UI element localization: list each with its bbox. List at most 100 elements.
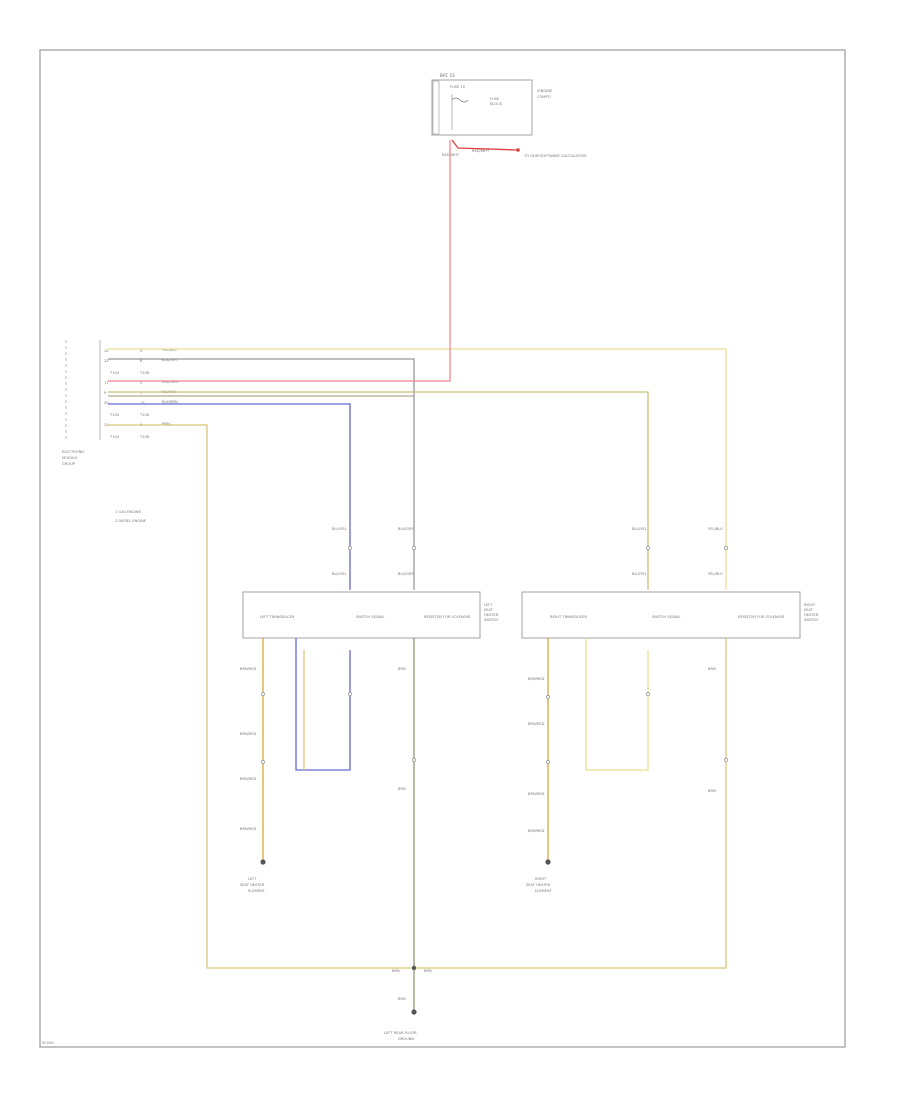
right-side-label-4: SWITCH [804,618,818,622]
right-top-conn-a2: BLU/YEL [632,572,647,576]
fuse-box-line-3: (ENGINE [537,89,553,93]
left-ground-icon [260,859,266,865]
right-side-label-2: SEAT [804,608,814,612]
module-id-5: 13 [140,401,145,405]
module-name-2: MODULE [62,456,78,460]
module-name-1: ELECTRONIC [62,450,85,454]
right-switch-group: BLU/YEL YEL/BLU BLU/YEL YEL/BLU RIGHT TR… [521,527,819,893]
wire-blue-yellow [108,391,649,590]
fuse-box-line-4: COMPT) [537,95,552,99]
left-side-label-4: SWITCH [484,618,498,622]
module-id-2: T108 [139,371,150,375]
right-box-label-right: RESISTOR FOR SOLENOID [738,615,785,619]
right-bottom-wire-a2: BRN/RED [528,722,545,726]
splice-label-2: BRN [424,969,432,973]
right-bottom-wire-a: BRN/RED [528,677,545,681]
fuse-block: BAT. 1S FUSE 1S FUSE BLOCK (ENGINE COMPT… [431,73,586,158]
module-pin-1: 23 [104,359,109,363]
wire-black-brown [108,403,351,590]
module-name-3: GROUP [62,462,76,466]
legend-item-2: 2 DIESEL ENGINE [115,519,147,523]
main-ground-icon [411,1009,417,1015]
splice-label-1: BRN [392,969,400,973]
right-box-label-left: RIGHT TRANSDUCER [550,615,588,619]
fuse-box-line-2: BLOCK [490,102,503,106]
right-switch-box [521,591,801,639]
right-wire-yellow-loop [585,638,649,771]
left-box-label-right: RESISTOR FOR SOLENOID [424,615,471,619]
figure-id: 0C000 [42,1041,54,1045]
left-top-conn-a2: BLU/YEL [332,572,347,576]
left-side-label-3: HEATER [484,613,499,617]
wire-black-grey [108,358,415,590]
right-side-label-3: HEATER [804,613,819,617]
left-bottom-wire-b2: BRN [398,787,406,791]
left-bottom-wire-a2: BRN/RED [240,732,257,736]
fuse-wire-label: RED/WHT [472,149,490,153]
diagram-frame [39,49,846,1048]
right-box-label-mid: SWITCH SIGNAL [652,615,681,619]
module-id-4: 7 [140,391,142,395]
fuse-box-line-1: FUSE [490,97,500,101]
left-ground-label-1: LEFT [248,877,257,881]
wire-brown-ground [108,424,727,969]
left-top-conn-b: BLK/GRY [398,527,414,531]
module-id-0: 4 [140,349,143,353]
legend-item-1: 1 GAS ENGINE [115,510,142,514]
left-bottom-wire-b: BRN [398,667,406,671]
main-ground-label-1: LEFT REAR FLOOR [384,1031,417,1035]
right-ground-label-2: SEAT HEATER [526,883,551,887]
module-pin-6: T104 [109,413,120,417]
fuse-branch-wire [451,139,519,151]
splice-dot [411,965,417,971]
right-top-conn-b2: YEL/BLU [708,572,723,576]
fuse-wire-code: RED/WHT [442,153,460,157]
module-wire-7: BRN [162,422,170,426]
wire-yellow-blue [108,348,727,590]
fuse-note: TO OHM SOFTWARE CALCULATION [523,154,586,158]
module-id-8: T108 [139,435,150,439]
left-switch-box [242,591,481,639]
right-bottom-wire-b2: BRN [708,789,716,793]
fuse-branch-end [516,148,520,152]
left-switch-group: BLU/YEL BLK/GRY BLU/YEL BLK/GRY LEFT TRA… [240,527,499,1010]
left-box-label-mid: SWITCH SIGNAL [356,615,385,619]
wire-red-white [108,140,451,382]
left-ground-label-2: SEAT HEATER [240,883,265,887]
right-ground-label-1: RIGHT [535,877,547,881]
left-box-label-left: LEFT TRANSDUCER [260,615,295,619]
left-ground-label-3: ELEMENT [248,889,266,893]
module-wire-5: BLK/BRN [162,400,178,404]
module-wire-1: BLK/GRY [162,358,178,362]
main-ground: BRN BRN BRN LEFT REAR FLOOR GROUND [384,965,432,1041]
left-side-label-1: LEFT [484,603,493,607]
module-pin-7: 21 [104,423,109,427]
fuse-block-title: BAT. 1S [440,73,455,78]
left-bottom-wire-a: BRN/RED [240,667,257,671]
right-ground-label-3: ELEMENT [535,889,553,893]
right-bottom-wire-a3: BRN/RED [528,792,545,796]
module-id-3: 2 [140,381,142,385]
module-id-6: T108 [139,413,150,417]
module-pin-5: 20 [104,401,109,405]
left-bottom-wire-a3: BRN/RED [240,777,257,781]
left-top-conn-b2: BLK/GRY [398,572,414,576]
right-ground-icon [545,859,551,865]
right-bottom-wire-a4: BRN/RED [528,829,545,833]
module-id-1: 8 [140,359,143,363]
module-pin-4: 9 [104,391,107,395]
right-top-conn-a: BLU/YEL [632,527,647,531]
left-wire-blue-loop [295,638,351,771]
module-pin-0: 10 [104,349,109,353]
right-side-label-1: RIGHT [804,603,816,607]
main-ground-label-2: GROUND [398,1037,414,1041]
main-wire-label: BRN [398,997,406,1001]
fuse-label: FUSE 1S [450,85,466,89]
right-bottom-wire-b: BRN [708,667,716,671]
left-side-label-2: SEAT [484,608,494,612]
module-wire-0: YEL/BLU [162,348,177,352]
left-bottom-wire-a4: BRN/RED [240,827,257,831]
module-pin-2: T104 [109,371,120,375]
left-top-conn-a: BLU/YEL [332,527,347,531]
